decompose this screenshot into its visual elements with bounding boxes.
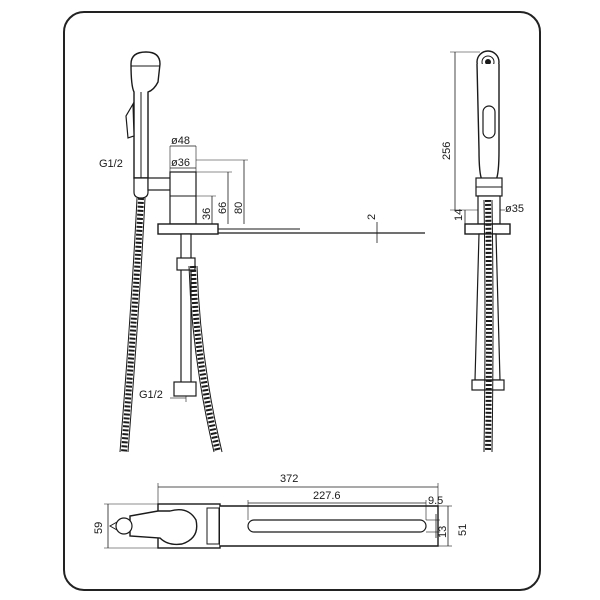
top-handle-knob	[129, 508, 198, 546]
front-thread-top-label: G1/2	[99, 158, 123, 170]
front-holder-body	[169, 171, 197, 225]
front-hose-connector	[133, 177, 149, 199]
side-supply-pipe	[474, 233, 501, 381]
front-dia-inner-label: ø36	[171, 157, 190, 169]
front-thread-bottom-label: G1/2	[139, 389, 163, 401]
front-dim-2-label: 2	[366, 214, 378, 220]
front-hose-left	[121, 197, 144, 453]
drawing-frame	[63, 11, 541, 591]
top-dim-59-label: 59	[93, 522, 105, 534]
front-hose-right	[190, 265, 221, 453]
side-view: 256 14 ø35	[441, 50, 524, 453]
top-dim-51-label: 51	[457, 524, 469, 536]
top-dim-227-6-label: 227.6	[313, 490, 341, 502]
front-view: G1/2 G1/2 ø48 ø36 36 66 80 2	[99, 51, 425, 453]
front-dim-66-label: 66	[217, 202, 229, 214]
side-dim-256-label: 256	[441, 142, 453, 160]
side-dia-35-label: ø35	[505, 203, 524, 215]
front-supply-pipe	[180, 233, 192, 385]
front-base-plate	[157, 223, 219, 235]
top-slot	[247, 519, 427, 533]
front-dia-outer-label: ø48	[171, 135, 190, 147]
front-shower-head	[130, 51, 161, 179]
front-supply-nut	[173, 381, 197, 397]
front-dim-36-label: 36	[201, 208, 213, 220]
front-dim-80-label: 80	[233, 202, 245, 214]
top-dim-372-label: 372	[280, 473, 298, 485]
top-hose-nut	[115, 517, 133, 535]
top-dim-9-5-label: 9.5	[428, 495, 443, 507]
top-dim-13-label: 13	[437, 526, 449, 538]
side-dim-14-label: 14	[453, 209, 465, 221]
front-trigger	[125, 101, 135, 139]
side-trigger	[482, 105, 496, 139]
top-view: 372 227.6 9.5 13 51 59	[93, 473, 469, 549]
